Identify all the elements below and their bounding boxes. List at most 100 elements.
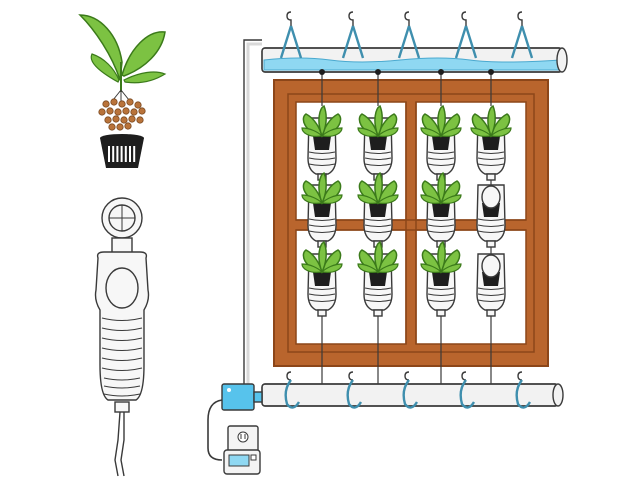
pipe-strap <box>346 379 363 409</box>
clay-pebble <box>112 115 120 123</box>
bottle-ridge <box>101 347 143 351</box>
clay-pebble <box>138 107 146 115</box>
net-pot <box>313 136 331 150</box>
bottle-ridge <box>101 337 143 341</box>
drip-emitter <box>375 69 381 75</box>
plant-leaves <box>357 240 399 274</box>
bottle-planter <box>476 253 506 317</box>
bottle-ridge <box>101 327 143 331</box>
clay-pebble <box>118 100 126 108</box>
clay-pebble <box>120 116 128 124</box>
ceiling-hook <box>286 11 292 26</box>
net-pot-icon <box>100 134 144 168</box>
hanger-strap <box>279 25 303 59</box>
rail-hook <box>286 371 292 381</box>
net-pot <box>369 203 387 217</box>
net-pot-slot <box>120 146 123 162</box>
plant-leaves <box>301 240 343 274</box>
net-pot-slot <box>124 146 127 162</box>
net-pot <box>369 136 387 150</box>
bottle-ridge <box>103 393 141 397</box>
bottle-planter <box>476 184 506 254</box>
net-pot-slot <box>108 146 110 162</box>
rail-hook <box>348 371 354 381</box>
bottle-ridge <box>103 385 141 389</box>
rail-hook <box>517 371 523 381</box>
bottle-planters-grid <box>301 69 512 384</box>
bottle-opening <box>481 254 501 278</box>
ceiling-hook <box>461 11 467 26</box>
drip-emitter <box>488 69 494 75</box>
net-pot-slot <box>112 146 115 162</box>
power-cord <box>207 399 223 461</box>
plug-timer-icon <box>223 449 261 475</box>
plant-leaves <box>357 104 399 138</box>
clay-pebble <box>126 98 134 106</box>
top-hooks <box>279 11 534 59</box>
rail-hook <box>404 371 410 381</box>
net-pot-slot <box>133 146 136 162</box>
bottle-planter-cutaway <box>94 197 150 477</box>
clay-pebble <box>134 101 142 109</box>
clay-pebble <box>128 115 136 123</box>
plant-leaves <box>420 171 462 205</box>
net-pot <box>313 203 331 217</box>
clay-pebble <box>130 108 138 116</box>
clay-pebble <box>102 100 110 108</box>
supply-riser-pipe <box>243 39 262 395</box>
bottle-opening <box>481 185 501 209</box>
plant-leaves <box>470 104 512 138</box>
clay-pebble <box>122 107 130 115</box>
drip-emitter <box>319 69 325 75</box>
clay-pebble <box>110 98 118 106</box>
bottle-ridge <box>101 357 143 361</box>
plant-leaves <box>420 240 462 274</box>
pipe-strap <box>402 379 419 409</box>
clay-pebble <box>136 116 144 124</box>
bottle-ridge <box>103 377 141 381</box>
clay-pebbles-icon <box>98 98 146 131</box>
hanger-strap <box>397 25 421 59</box>
bottle-planter <box>420 240 462 317</box>
clay-pebble <box>116 123 124 131</box>
ceiling-hook <box>517 11 523 26</box>
pipe-strap <box>284 379 301 409</box>
bottle-ridge <box>101 367 143 371</box>
plant-leaves <box>420 104 462 138</box>
pipe-strap <box>515 379 532 409</box>
ceiling-hook <box>348 11 354 26</box>
drip-emitter <box>438 69 444 75</box>
plant-leaves <box>301 171 343 205</box>
pipe-strap <box>459 379 476 409</box>
net-pot <box>432 203 450 217</box>
seedling-icon <box>78 14 167 102</box>
bottle-planter <box>357 240 399 317</box>
net-pot <box>369 272 387 286</box>
net-pot <box>432 272 450 286</box>
bottle-planter <box>357 104 399 185</box>
hanger-strap <box>341 25 365 59</box>
net-pot <box>432 136 450 150</box>
clay-pebble <box>98 108 106 116</box>
rail-hook <box>461 371 467 381</box>
bottle-ridge <box>101 317 143 321</box>
plant-leaves <box>357 171 399 205</box>
net-pot <box>482 136 500 150</box>
bottle-planter <box>470 104 512 185</box>
clay-pebble <box>106 107 114 115</box>
plant-leaves <box>301 104 343 138</box>
ceiling-hook <box>404 11 410 26</box>
clay-pebble <box>108 123 116 131</box>
bottom-hooks <box>284 371 532 409</box>
bottle-planter <box>301 171 343 254</box>
hanger-strap <box>454 25 478 59</box>
clay-pebble <box>124 122 132 130</box>
bottle-planter <box>301 240 343 317</box>
hanger-strap <box>510 25 534 59</box>
bottle-planter <box>301 104 343 185</box>
submersible-pump <box>221 383 263 411</box>
net-pot <box>313 272 331 286</box>
bottle-planter <box>420 171 462 254</box>
